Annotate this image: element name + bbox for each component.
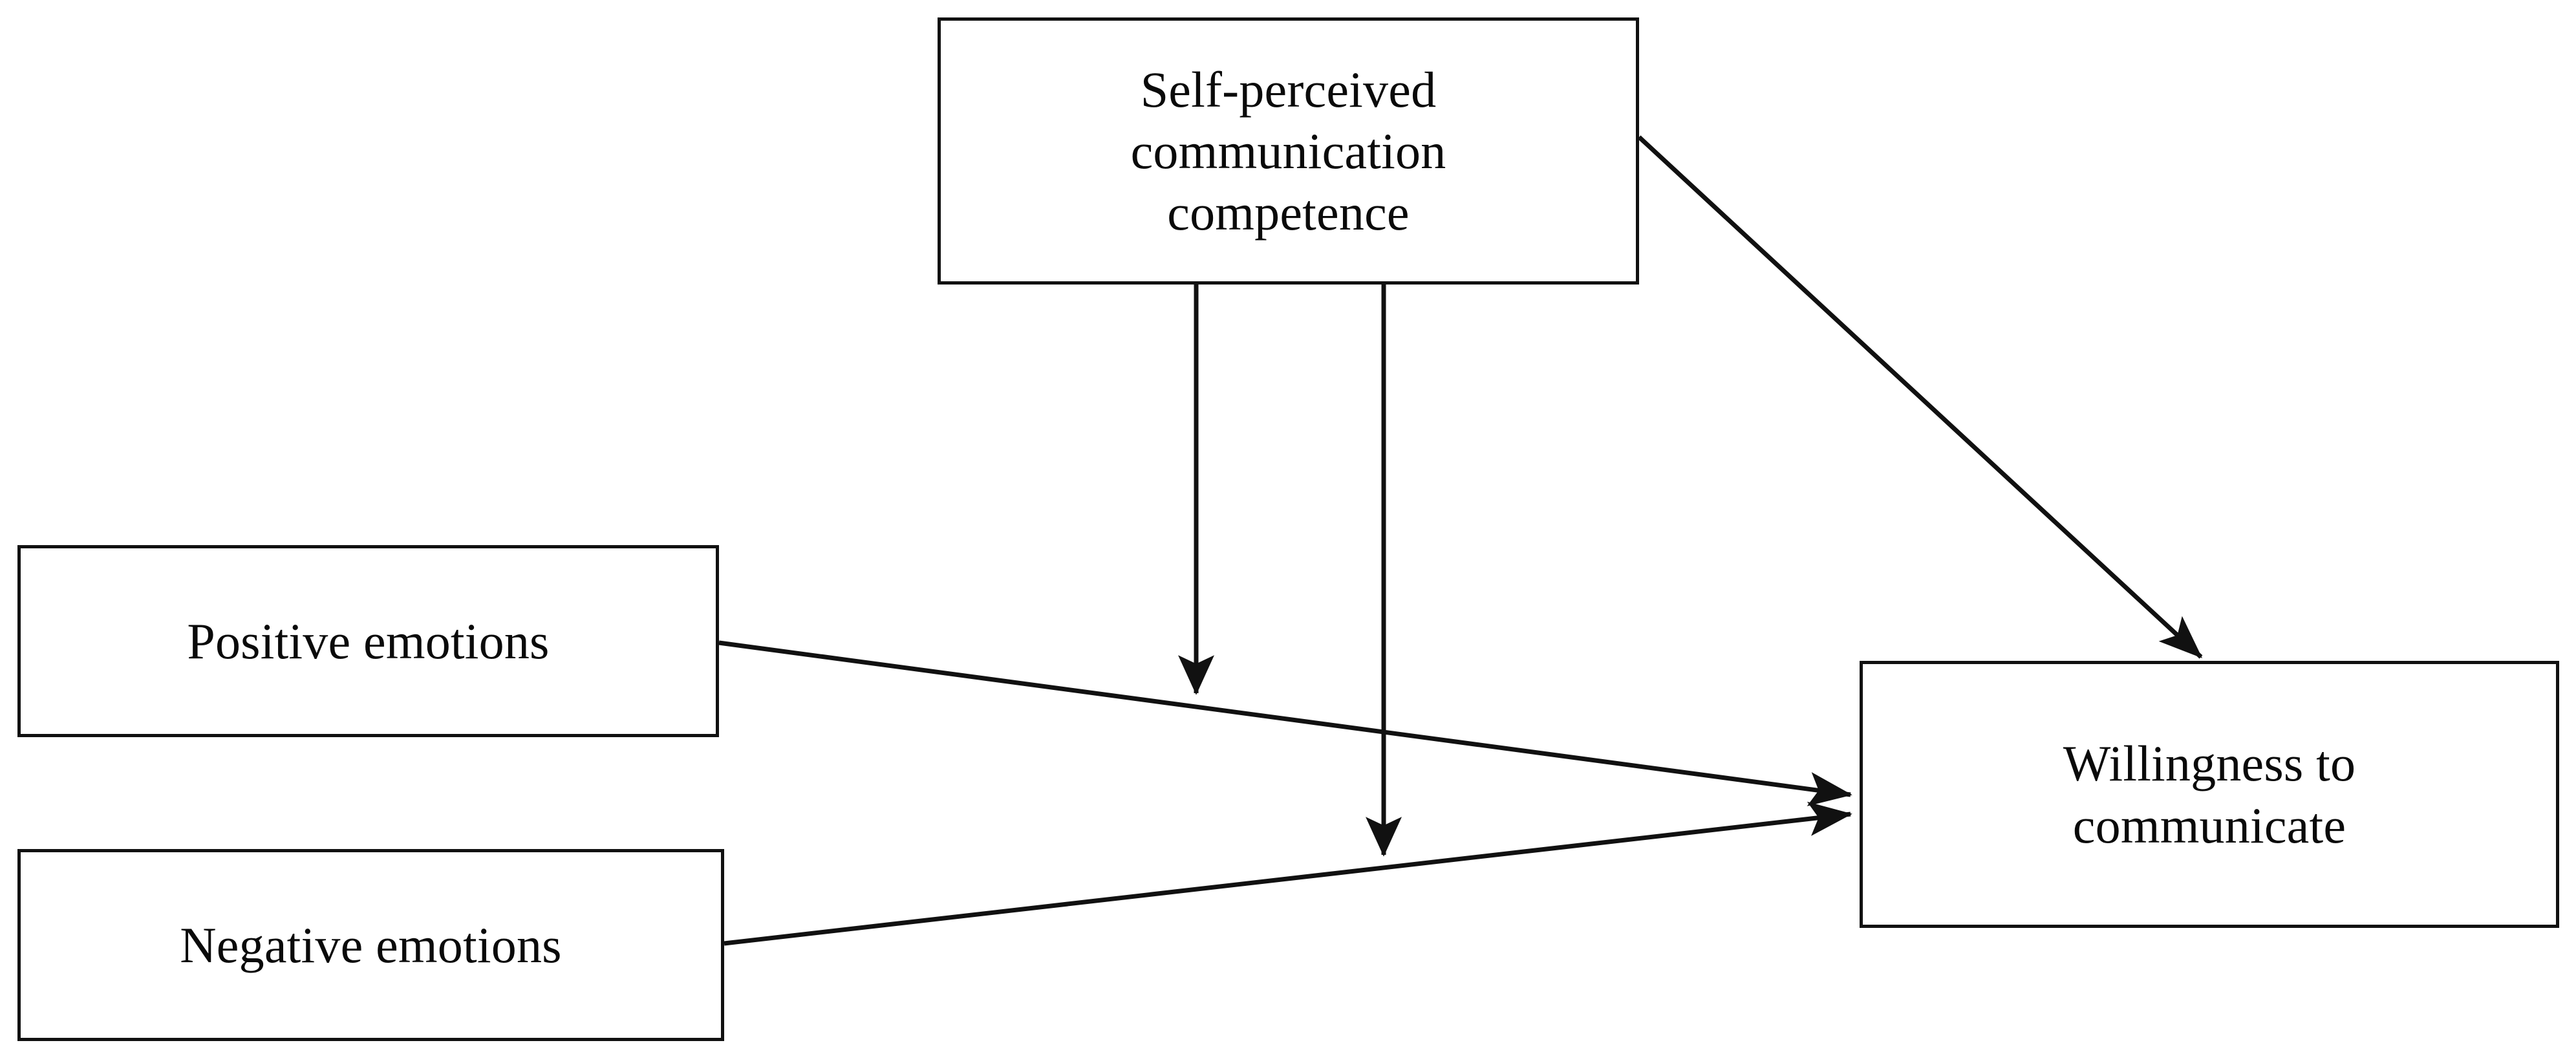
node-self-perceived-communication-competence[interactable]: Self-perceived communication competence — [938, 17, 1639, 285]
connector-spcc-to-wtc — [1637, 135, 2203, 659]
node-negative-emotions[interactable]: Negative emotions — [17, 849, 724, 1041]
connector-negative-to-wtc — [724, 801, 1852, 946]
connector-positive-to-wtc — [718, 640, 1852, 806]
node-label-self-perceived-communication-competence: Self-perceived communication competence — [1130, 61, 1446, 241]
node-label-willingness-to-communicate: Willingness to communicate — [2063, 735, 2356, 854]
node-positive-emotions[interactable]: Positive emotions — [17, 545, 719, 737]
node-label-negative-emotions: Negative emotions — [180, 916, 562, 973]
node-willingness-to-communicate[interactable]: Willingness to communicate — [1860, 661, 2559, 928]
node-label-positive-emotions: Positive emotions — [187, 612, 550, 669]
